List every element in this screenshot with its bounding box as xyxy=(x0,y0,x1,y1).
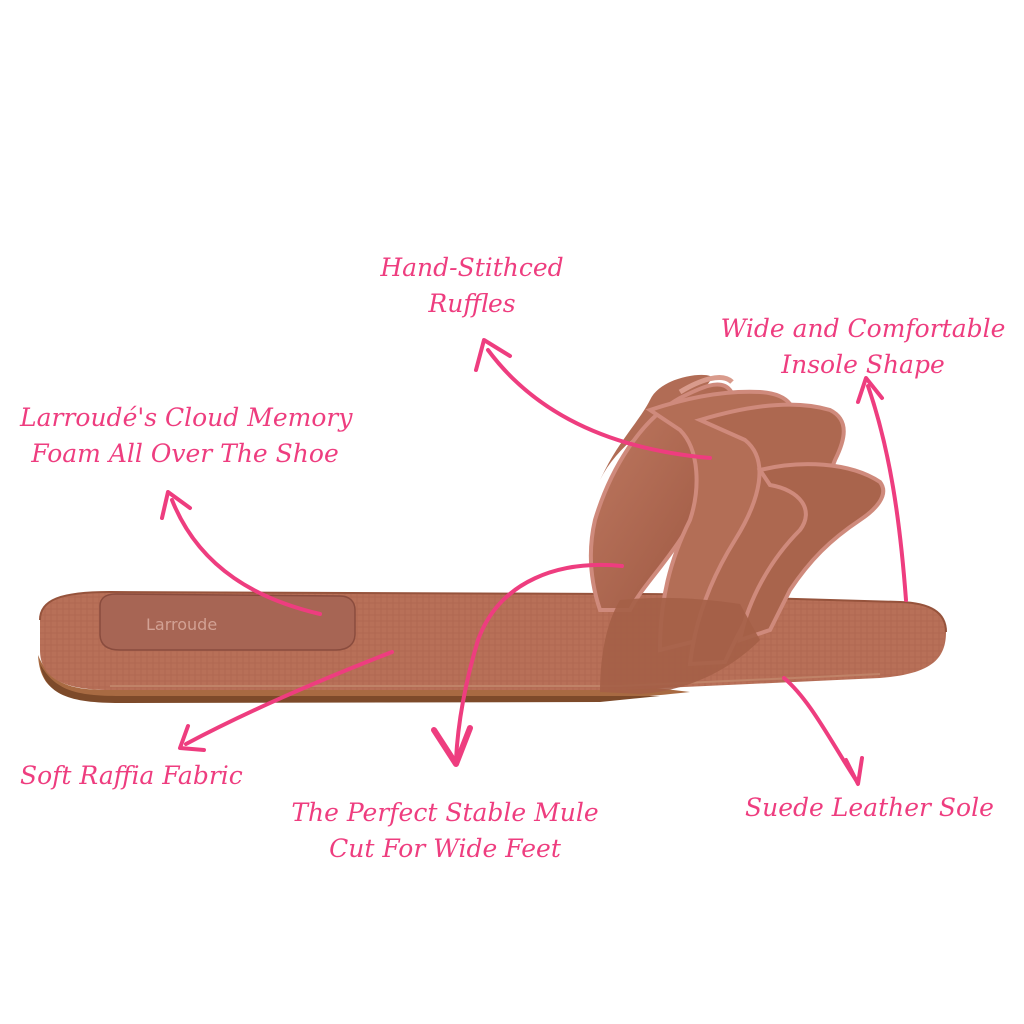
arrow-ruffles xyxy=(486,348,712,460)
annotation-mule-line1: The Perfect Stable Mule xyxy=(291,798,599,827)
annotation-insole: Wide and Comfortable Insole Shape xyxy=(718,311,1008,383)
arrow-sole xyxy=(782,676,858,782)
ruffled-strap xyxy=(588,374,886,694)
arrow-mule xyxy=(454,563,624,762)
annotation-foam-line1: Larroudé's Cloud Memory xyxy=(20,403,353,432)
annotation-foam: Larroudé's Cloud Memory Foam All Over Th… xyxy=(20,400,353,472)
annotation-ruffles-line1: Hand-Stithced xyxy=(380,253,564,282)
annotation-insole-line1: Wide and Comfortable xyxy=(720,314,1006,343)
arrow-insole xyxy=(866,384,908,602)
annotation-sole-line1: Suede Leather Sole xyxy=(745,793,994,822)
annotation-mule: The Perfect Stable Mule Cut For Wide Fee… xyxy=(290,795,600,867)
annotation-foam-line2: Foam All Over The Shoe xyxy=(31,439,339,468)
annotation-raffia: Soft Raffia Fabric xyxy=(20,758,260,794)
brand-mark: Larroude xyxy=(146,615,217,634)
annotation-ruffles-line2: Ruffles xyxy=(428,289,516,318)
annotation-mule-line2: Cut For Wide Feet xyxy=(329,834,561,863)
arrow-raffia xyxy=(184,650,394,746)
annotation-arrows xyxy=(160,338,908,786)
annotation-raffia-line1: Soft Raffia Fabric xyxy=(20,761,243,790)
arrow-foam xyxy=(170,498,322,616)
annotation-sole: Suede Leather Sole xyxy=(745,790,994,826)
annotation-insole-line2: Insole Shape xyxy=(781,350,945,379)
annotation-ruffles: Hand-Stithced Ruffles xyxy=(372,250,572,322)
logo-patch xyxy=(99,593,356,651)
